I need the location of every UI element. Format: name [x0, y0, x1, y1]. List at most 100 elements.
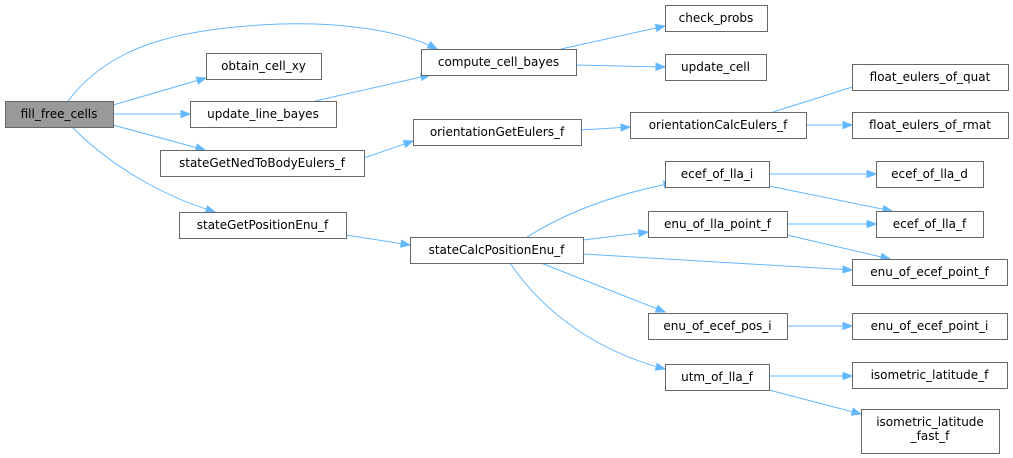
node-obtain_cell_xy[interactable]: obtain_cell_xy — [206, 53, 322, 80]
node-label: isometric_latitude — [876, 415, 984, 429]
node-label: obtain_cell_xy — [221, 59, 306, 73]
node-label: ecef_of_lla_i — [681, 167, 754, 181]
node-float_eulers_of_rmat[interactable]: float_eulers_of_rmat — [852, 112, 1009, 139]
edge-line — [71, 126, 216, 213]
edge-fill_free_cells-to-update_line_bayes — [113, 109, 192, 119]
node-isometric_latitude_fast_f[interactable]: isometric_latitude_fast_f — [861, 409, 1000, 454]
edge-ecef_of_lla_i-to-ecef_of_lla_d — [769, 169, 878, 179]
node-box — [648, 211, 788, 238]
node-box — [413, 119, 582, 146]
node-label: orientationGetEulers_f — [430, 125, 565, 139]
node-box — [665, 364, 770, 391]
edge-stateGetNedToBodyEulers_f-to-orientationGetEulers_f — [363, 140, 415, 159]
node-box — [665, 54, 767, 81]
arrowhead-icon — [842, 371, 854, 381]
edge-line — [768, 185, 893, 212]
node-label: stateGetPositionEnu_f — [197, 218, 329, 232]
node-label: float_eulers_of_quat — [870, 70, 991, 84]
arrowhead-icon — [195, 76, 208, 85]
edge-line — [786, 234, 891, 260]
node-label: ecef_of_lla_d — [891, 167, 968, 181]
edge-utm_of_lla_f-to-isometric_latitude_fast_f — [764, 388, 863, 416]
node-orientationGetEulers_f[interactable]: orientationGetEulers_f — [413, 119, 582, 146]
node-label: orientationCalcEulers_f — [649, 118, 788, 132]
edge-orientationGetEulers_f-to-orientationCalcEulers_f — [580, 123, 632, 132]
arrowhead-icon — [850, 407, 863, 416]
arrowhead-icon — [842, 265, 854, 274]
edge-line — [314, 74, 431, 102]
call-edges — [67, 23, 894, 416]
arrowhead-icon — [204, 205, 217, 214]
node-ecef_of_lla_i[interactable]: ecef_of_lla_i — [665, 161, 770, 188]
node-utm_of_lla_f[interactable]: utm_of_lla_f — [665, 364, 770, 391]
node-ecef_of_lla_d[interactable]: ecef_of_lla_d — [876, 161, 984, 188]
node-label: ecef_of_lla_f — [893, 217, 967, 231]
node-label: stateCalcPositionEnu_f — [429, 243, 566, 257]
node-label: compute_cell_bayes — [438, 55, 559, 69]
arrowhead-icon — [180, 109, 192, 119]
node-isometric_latitude_f[interactable]: isometric_latitude_f — [852, 362, 1008, 389]
node-label: stateGetNedToBodyEulers_f — [179, 156, 346, 170]
node-box — [852, 313, 1008, 340]
edge-line — [764, 388, 862, 415]
node-label: isometric_latitude_f — [871, 368, 990, 382]
arrowhead-icon — [426, 40, 439, 50]
node-box — [852, 362, 1008, 389]
arrowhead-icon — [399, 239, 412, 248]
node-enu_of_ecef_pos_i[interactable]: enu_of_ecef_pos_i — [648, 313, 788, 340]
edge-orientationCalcEulers_f-to-float_eulers_of_rmat — [806, 120, 854, 130]
edge-update_line_bayes-to-compute_cell_bayes — [314, 72, 432, 102]
node-box — [410, 237, 584, 264]
node-box — [179, 212, 347, 239]
node-label: enu_of_ecef_point_i — [871, 319, 989, 333]
node-stateCalcPositionEnu_f[interactable]: stateCalcPositionEnu_f — [410, 237, 584, 264]
node-stateGetNedToBodyEulers_f[interactable]: stateGetNedToBodyEulers_f — [160, 150, 365, 177]
arrowhead-icon — [842, 321, 854, 331]
edge-stateCalcPositionEnu_f-to-utm_of_lla_f — [509, 262, 667, 371]
edge-enu_of_ecef_pos_i-to-enu_of_ecef_point_i — [787, 321, 854, 331]
node-update_line_bayes[interactable]: update_line_bayes — [190, 101, 337, 128]
node-float_eulers_of_quat[interactable]: float_eulers_of_quat — [852, 64, 1009, 91]
edge-ecef_of_lla_i-to-ecef_of_lla_f — [768, 185, 894, 214]
node-enu_of_ecef_point_f[interactable]: enu_of_ecef_point_f — [852, 259, 1008, 286]
node-enu_of_lla_point_f[interactable]: enu_of_lla_point_f — [648, 211, 788, 238]
node-label: utm_of_lla_f — [681, 370, 754, 384]
node-label: enu_of_lla_point_f — [664, 217, 772, 231]
edge-line — [582, 253, 853, 271]
node-label: float_eulers_of_rmat — [869, 118, 991, 132]
node-box — [5, 101, 114, 128]
node-box — [421, 49, 577, 76]
node-enu_of_ecef_point_i[interactable]: enu_of_ecef_point_i — [852, 313, 1008, 340]
node-stateGetPositionEnu_f[interactable]: stateGetPositionEnu_f — [179, 212, 347, 239]
edge-line — [526, 182, 674, 238]
node-box — [852, 259, 1008, 286]
node-box — [876, 211, 984, 238]
arrowhead-icon — [620, 123, 632, 132]
node-box — [206, 53, 322, 80]
edge-line — [509, 262, 666, 370]
edge-line — [575, 64, 666, 68]
edge-fill_free_cells-to-stateGetNedToBodyEulers_f — [112, 124, 207, 152]
edge-stateCalcPositionEnu_f-to-enu_of_ecef_point_f — [582, 253, 854, 274]
node-ecef_of_lla_f[interactable]: ecef_of_lla_f — [876, 211, 984, 238]
edge-line — [560, 25, 666, 50]
edge-compute_cell_bayes-to-check_probs — [560, 23, 667, 50]
node-check_probs[interactable]: check_probs — [665, 5, 768, 32]
node-box — [665, 161, 770, 188]
node-orientationCalcEulers_f[interactable]: orientationCalcEulers_f — [630, 112, 807, 139]
node-compute_cell_bayes[interactable]: compute_cell_bayes — [421, 49, 577, 76]
edge-line — [582, 231, 649, 241]
arrowhead-icon — [866, 219, 878, 229]
arrowhead-icon — [842, 120, 854, 130]
node-label: fill_free_cells — [21, 107, 98, 121]
node-update_cell[interactable]: update_cell — [665, 54, 767, 81]
node-box — [665, 5, 768, 32]
edge-line — [345, 234, 411, 246]
node-box — [648, 313, 788, 340]
edge-fill_free_cells-to-obtain_cell_xy — [112, 76, 208, 106]
edge-line — [112, 124, 206, 151]
node-box — [852, 112, 1009, 139]
edge-line — [112, 77, 207, 106]
edge-stateGetPositionEnu_f-to-stateCalcPositionEnu_f — [345, 234, 412, 248]
